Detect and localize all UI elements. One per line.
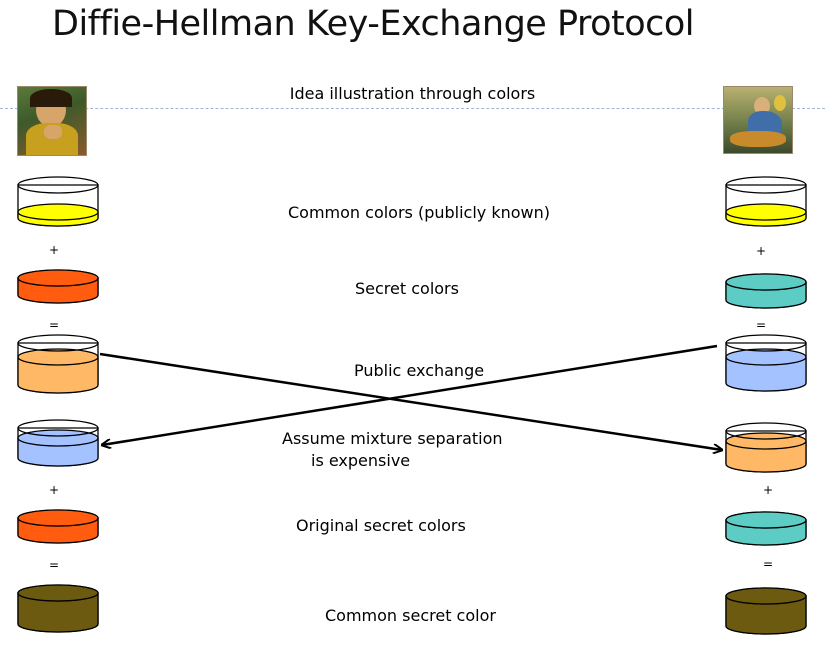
right-mixture-cylinder — [725, 334, 807, 392]
right-common-color-cylinder — [725, 176, 807, 227]
left-mixture-cylinder — [17, 334, 99, 394]
page-title: Diffie-Hellman Key-Exchange Protocol — [52, 4, 695, 44]
left-equals-1: = — [48, 318, 60, 332]
right-original-secret-cylinder — [725, 511, 807, 546]
left-equals-2: = — [48, 558, 60, 572]
subtitle: Idea illustration through colors — [289, 84, 536, 103]
assume-separation-label: Assume mixture separation — [282, 429, 503, 448]
left-plus-1: + — [48, 243, 60, 257]
right-secret-color-cylinder — [725, 273, 807, 309]
divider — [0, 108, 825, 109]
original-secret-colors-label: Original secret colors — [296, 516, 466, 535]
secret-colors-label: Secret colors — [355, 279, 459, 298]
right-received-mixture-cylinder — [725, 422, 807, 473]
right-plus-2: + — [762, 483, 774, 497]
left-portrait-image — [17, 86, 87, 156]
left-common-color-cylinder — [17, 176, 99, 227]
public-exchange-label: Public exchange — [354, 361, 485, 380]
left-common-secret-cylinder — [17, 584, 99, 633]
exchange-arrow-right-to-left — [102, 344, 718, 445]
common-secret-color-label: Common secret color — [325, 606, 496, 625]
left-received-mixture-cylinder — [17, 419, 99, 467]
left-original-secret-cylinder — [17, 509, 99, 544]
right-equals-2: = — [762, 557, 774, 571]
right-plus-1: + — [755, 244, 767, 258]
exchange-arrow-left-to-right — [99, 352, 722, 450]
common-colors-label: Common colors (publicly known) — [288, 203, 551, 222]
is-expensive-label: is expensive — [311, 451, 411, 470]
left-secret-color-cylinder — [17, 269, 99, 304]
right-equals-1: = — [755, 318, 767, 332]
left-plus-2: + — [48, 483, 60, 497]
right-portrait-image — [723, 86, 793, 154]
right-common-secret-cylinder — [725, 587, 807, 635]
